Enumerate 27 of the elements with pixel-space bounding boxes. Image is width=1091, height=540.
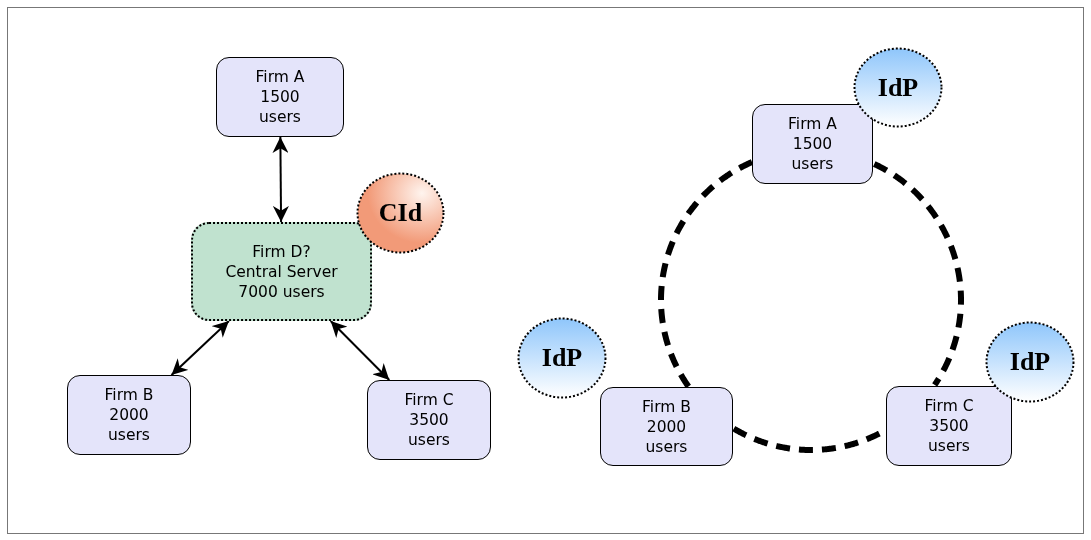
node-text: Firm C 3500 users: [403, 390, 455, 450]
identity-badge: [517, 317, 607, 399]
node-text: Firm B 2000 users: [641, 396, 692, 457]
identity-badge: [985, 321, 1075, 403]
node-text: Firm A 1500 users: [787, 114, 838, 174]
firm-box: [752, 104, 873, 184]
firm-box: [600, 387, 733, 466]
double-arrow: [170, 320, 230, 376]
dashed-connector: [658, 159, 754, 389]
node-text: Firm A 1500 users: [254, 67, 306, 127]
identity-badge: [356, 172, 445, 254]
node-text: Firm D? Central Server 7000 users: [224, 241, 339, 302]
double-arrow: [329, 320, 391, 381]
badge-label: IdP: [541, 343, 583, 373]
node-text: Firm B 2000 users: [103, 385, 155, 445]
firm-box: [67, 375, 191, 455]
node-text: Firm C 3500 users: [923, 396, 975, 456]
badge-label: IdP: [1009, 347, 1051, 377]
firm-box: [216, 57, 344, 137]
central-server-box: [191, 222, 372, 321]
dashed-connector: [872, 161, 964, 387]
double-arrow: [272, 136, 289, 223]
badge-label: IdP: [877, 72, 919, 103]
badge-label: CId: [378, 198, 423, 228]
firm-box: [886, 386, 1012, 466]
firm-box: [367, 380, 491, 460]
identity-badge: [853, 47, 943, 128]
